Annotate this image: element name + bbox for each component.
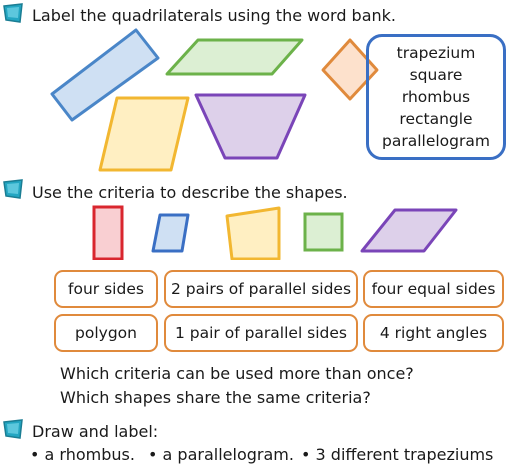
rotated-rectangle-shape (50, 28, 160, 122)
instruction-label-quadrilaterals: Label the quadrilaterals using the word … (32, 6, 397, 25)
purple-parallelogram-shape (360, 208, 458, 253)
draw-item-parallelogram: • a parallelogram. (148, 445, 294, 464)
criteria-four-right-angles: 4 right angles (363, 314, 504, 352)
draw-item-rhombus: • a rhombus. (30, 445, 135, 464)
criteria-four-equal-sides: four equal sides (363, 270, 504, 308)
quadrilaterals-figure (50, 28, 379, 172)
word-bank-item: square (409, 66, 463, 84)
criteria-four-sides: four sides (54, 270, 158, 308)
yellow-trapezium-shape (225, 206, 281, 260)
word-bank-item: parallelogram (382, 132, 490, 150)
word-bank-item: trapezium (396, 44, 476, 62)
question-shapes-share-criteria: Which shapes share the same criteria? (60, 388, 371, 407)
purple-trapezium-shape (194, 93, 307, 160)
draw-item-trapeziums: • 3 different trapeziums (301, 445, 494, 464)
teal-bullet-icon (3, 3, 23, 23)
green-square-shape (303, 212, 344, 252)
orange-square-shape (321, 38, 379, 101)
green-parallelogram-shape (165, 38, 304, 76)
criteria-two-pairs-parallel: 2 pairs of parallel sides (164, 270, 358, 308)
word-bank-item: rhombus (401, 88, 471, 106)
teal-bullet-icon (3, 179, 23, 199)
instruction-draw-and-label: Draw and label: (32, 422, 159, 441)
teal-bullet-icon (3, 419, 23, 439)
criteria-one-pair-parallel: 1 pair of parallel sides (164, 314, 358, 352)
instruction-describe-shapes: Use the criteria to describe the shapes. (32, 183, 348, 202)
word-bank-item: rectangle (399, 110, 473, 128)
word-bank: trapezium square rhombus rectangle paral… (366, 34, 506, 160)
blue-parallelogram-shape (151, 213, 190, 253)
red-rectangle-shape (92, 205, 124, 260)
small-shapes-figure (92, 205, 458, 260)
question-criteria-more-than-once: Which criteria can be used more than onc… (60, 364, 414, 383)
criteria-polygon: polygon (54, 314, 158, 352)
yellow-rhombus-shape (98, 96, 190, 172)
